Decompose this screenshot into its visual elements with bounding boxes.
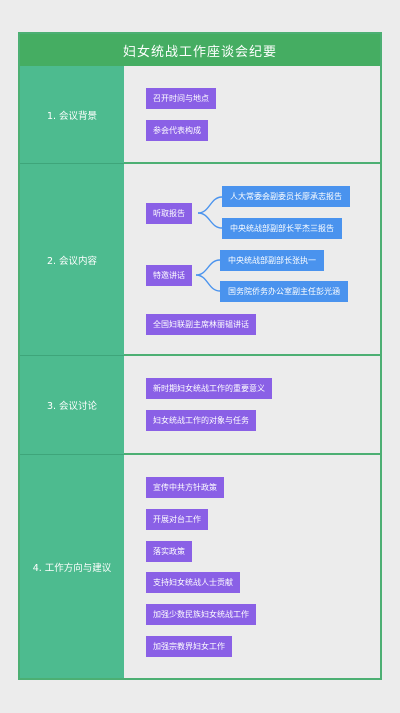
topic-node[interactable]: 参会代表构成 xyxy=(146,120,208,141)
section-body-directions: 宣传中共方针政策 开展对台工作 落实政策 支持妇女统战人士贡献 加强少数民族妇女… xyxy=(124,455,380,678)
topic-node[interactable]: 加强少数民族妇女统战工作 xyxy=(146,604,256,625)
connector-line xyxy=(197,212,223,229)
section-label-background: 1. 会议背景 xyxy=(20,66,124,164)
topic-node[interactable]: 落实政策 xyxy=(146,541,192,562)
section-body-content: 听取报告 人大常委会副委员长廖承志报告 中央统战部副部长平杰三报告 特邀讲话 中… xyxy=(124,164,380,356)
section-label-content: 2. 会议内容 xyxy=(20,164,124,356)
leaf-node[interactable]: 中央统战部副部长平杰三报告 xyxy=(222,218,342,239)
page-title: 妇女统战工作座谈会纪要 xyxy=(20,34,380,66)
topic-node[interactable]: 开展对台工作 xyxy=(146,509,208,530)
section-body-background: 召开时间与地点 参会代表构成 xyxy=(124,66,380,164)
connector-lines xyxy=(195,196,223,292)
topic-node[interactable]: 新时期妇女统战工作的重要意义 xyxy=(146,378,272,399)
topic-node[interactable]: 全国妇联副主席林丽韫讲话 xyxy=(146,314,256,335)
group-node-reports[interactable]: 听取报告 xyxy=(146,203,192,224)
topic-node[interactable]: 宣传中共方针政策 xyxy=(146,477,224,498)
section-label-directions: 4. 工作方向与建议 xyxy=(20,455,124,678)
section-body-discussion: 新时期妇女统战工作的重要意义 妇女统战工作的对象与任务 xyxy=(124,356,380,455)
group-node-speeches[interactable]: 特邀讲话 xyxy=(146,265,192,286)
connector-line xyxy=(195,259,221,276)
section-label-discussion: 3. 会议讨论 xyxy=(20,356,124,455)
topic-node[interactable]: 妇女统战工作的对象与任务 xyxy=(146,410,256,431)
leaf-node[interactable]: 人大常委会副委员长廖承志报告 xyxy=(222,186,350,207)
topic-node[interactable]: 支持妇女统战人士贡献 xyxy=(146,572,240,593)
topic-node[interactable]: 召开时间与地点 xyxy=(146,88,216,109)
leaf-node[interactable]: 中央统战部副部长张执一 xyxy=(220,250,324,271)
leaf-node[interactable]: 国务院侨务办公室副主任彭光涵 xyxy=(220,281,348,302)
connector-line xyxy=(197,196,223,214)
mindmap-frame: 妇女统战工作座谈会纪要 1. 会议背景 召开时间与地点 参会代表构成 2. 会议… xyxy=(18,32,382,680)
topic-node[interactable]: 加强宗教界妇女工作 xyxy=(146,636,232,657)
connector-line xyxy=(195,274,221,292)
